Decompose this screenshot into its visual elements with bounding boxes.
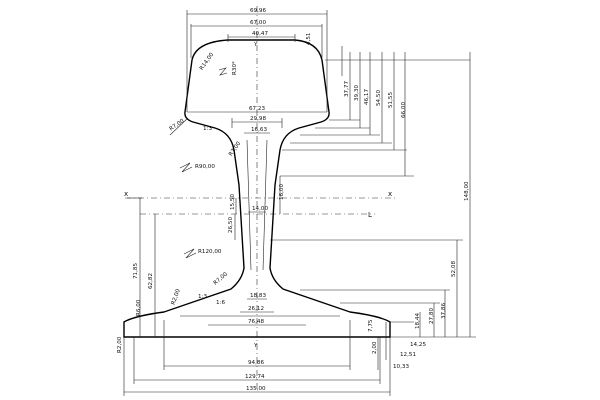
dim-r451: 4,51: [306, 32, 312, 45]
dim-w9486: 94,86: [248, 360, 264, 366]
dim-w1400: 14,00: [252, 206, 268, 212]
dim-r1400: R14,00: [199, 52, 216, 72]
dim-r30b: R2,00: [171, 288, 182, 306]
dim-h1033: 10,33: [393, 364, 409, 370]
axis-x-right: x: [388, 190, 392, 198]
dim-w2612: 26,12: [248, 306, 264, 312]
axis-x-left: x: [124, 190, 128, 198]
dim-w4047: 40,47: [252, 31, 268, 37]
dim-w13500: 135,00: [246, 386, 266, 392]
dim-ratio-foot-1: 1:3: [198, 294, 207, 300]
dim-h1844: 18,44: [415, 313, 421, 329]
dim-w6996: 69,96: [250, 8, 266, 14]
dim-h14800: 148,00: [464, 181, 470, 201]
dim-ratio-foot-2: 1:6: [216, 300, 225, 306]
axis-l: L: [368, 211, 372, 219]
axis-y-bottom: Y: [253, 343, 258, 349]
dim-h5155: 51,55: [388, 92, 394, 108]
dim-h6282: 62,82: [148, 273, 154, 289]
dim-h2780: 27,80: [429, 308, 435, 324]
dim-h1550: 15,50: [230, 194, 236, 210]
dim-w2998: 29,98: [250, 116, 266, 122]
web-inner-lines: [246, 139, 268, 271]
dim-h3786: 37,86: [441, 303, 447, 319]
dim-ratio-head: 1:3: [203, 126, 212, 132]
dim-h7185: 71,85: [133, 263, 139, 279]
dim-r6: R6,00: [136, 299, 142, 316]
dim-h4617: 46,17: [364, 89, 370, 105]
dim-h5450: 54,50: [376, 90, 382, 106]
axis-y-top: Y: [253, 42, 258, 48]
dim-r90: R90,00: [195, 164, 215, 170]
dim-h3777: 37,77: [344, 81, 350, 97]
dim-h1425: 14,25: [410, 342, 426, 348]
dim-w1663: 16,63: [251, 127, 267, 133]
dim-h6600: 66,00: [401, 102, 407, 118]
dim-w6700: 67,00: [250, 20, 266, 26]
dim-r120: R120,00: [198, 249, 222, 255]
dim-h5208: 52,08: [451, 261, 457, 277]
dim-r7-left: R7,00: [169, 118, 186, 133]
dim-h1251: 12,51: [400, 352, 416, 358]
dim-w12974: 129,74: [245, 374, 265, 380]
dim-w7648: 76,48: [248, 319, 264, 325]
dim-h1600: 16,00: [279, 184, 285, 200]
dim-h3930: 39,30: [354, 85, 360, 101]
dim-h775: 7,75: [368, 319, 374, 332]
dim-w6723: 67,23: [249, 106, 265, 112]
dim-r87: R7,00: [213, 271, 230, 286]
dim-h2650: 26,50: [228, 217, 234, 233]
dim-w1883: 18,83: [250, 293, 266, 299]
dim-r200: R2,00: [117, 336, 123, 353]
dim-h200: 2,00: [372, 341, 378, 354]
dim-r30: R30*: [232, 61, 238, 75]
